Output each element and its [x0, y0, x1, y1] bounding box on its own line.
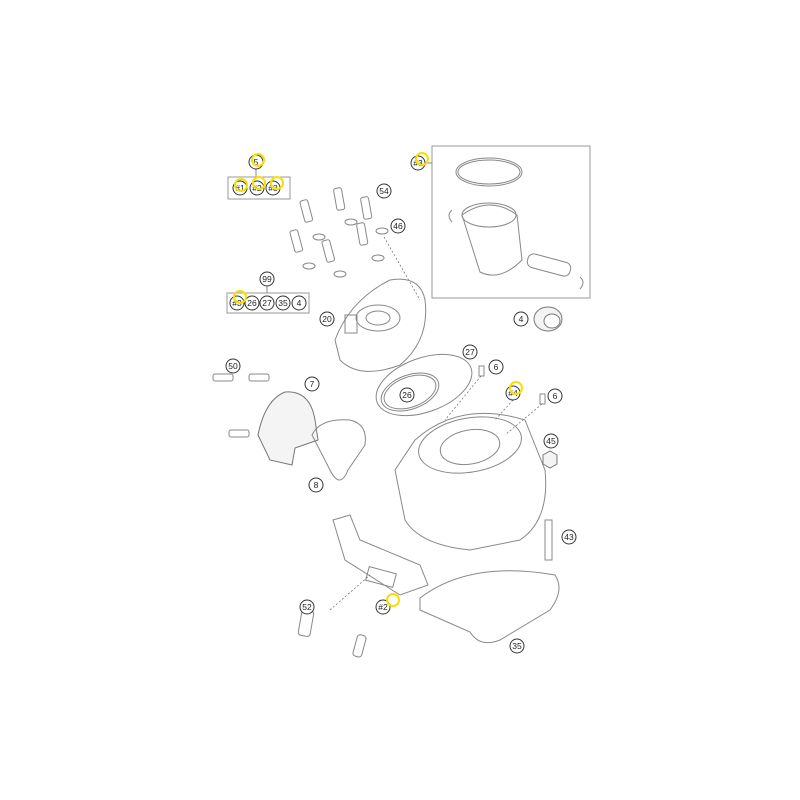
piston-ring-pin: [448, 157, 584, 290]
callout-6b[interactable]: 6: [547, 388, 563, 404]
callout-52[interactable]: 52: [299, 599, 315, 615]
head-bolts: [289, 187, 421, 301]
svg-text:4: 4: [297, 298, 302, 308]
svg-text:99: 99: [262, 274, 272, 284]
callout-35[interactable]: 35: [509, 638, 525, 654]
needle-bearing: [533, 306, 563, 332]
callout-7[interactable]: 7: [304, 376, 320, 392]
callout-99[interactable]: 99: [259, 271, 275, 287]
svg-text:6: 6: [553, 391, 558, 401]
svg-text:46: 46: [393, 221, 403, 231]
stud: [544, 519, 553, 561]
base-gasket: [419, 570, 560, 644]
callout-4[interactable]: 4: [513, 311, 529, 327]
nut: [542, 450, 558, 469]
svg-text:45: 45: [546, 436, 556, 446]
svg-text:20: 20: [322, 314, 332, 324]
callout-20[interactable]: 20: [319, 311, 335, 327]
svg-text:8: 8: [314, 480, 319, 490]
svg-text:35: 35: [512, 641, 522, 651]
cylinder-head: [334, 278, 427, 372]
callout-6a[interactable]: 6: [488, 359, 504, 375]
exhaust-valve: [297, 514, 429, 658]
callout-99-c[interactable]: 27: [259, 295, 275, 311]
svg-text:7: 7: [310, 379, 315, 389]
callout-45[interactable]: 45: [543, 433, 559, 449]
callout-46[interactable]: 46: [390, 218, 406, 234]
svg-text:35: 35: [278, 298, 288, 308]
callout-99-d[interactable]: 35: [275, 295, 291, 311]
callout-27[interactable]: 27: [462, 344, 478, 360]
piston-kit-box: [431, 145, 591, 299]
callout-valve[interactable]: #2: [375, 599, 391, 615]
svg-text:27: 27: [465, 347, 475, 357]
callout-99-b[interactable]: 26: [244, 295, 260, 311]
svg-text:27: 27: [262, 298, 272, 308]
svg-text:6: 6: [494, 362, 499, 372]
svg-text:#1: #1: [235, 183, 245, 193]
svg-text:50: 50: [228, 361, 238, 371]
svg-text:#2: #2: [378, 602, 388, 612]
svg-text:26: 26: [247, 298, 257, 308]
head-gasket-oring: [375, 353, 473, 417]
water-pump-cover: [212, 373, 366, 481]
callout-54[interactable]: 54: [376, 183, 392, 199]
svg-text:52: 52: [302, 602, 312, 612]
svg-text:43: 43: [564, 532, 574, 542]
svg-text:54: 54: [379, 186, 389, 196]
cylinder: [394, 399, 547, 551]
callout-8[interactable]: 8: [308, 477, 324, 493]
svg-text:5: 5: [254, 157, 259, 167]
callout-5[interactable]: 5: [248, 154, 264, 170]
svg-text:26: 26: [402, 390, 412, 400]
highlight-markers: [233, 152, 523, 607]
kit-box-99: [226, 292, 310, 314]
callout-50[interactable]: 50: [225, 358, 241, 374]
callout-99-e[interactable]: 4: [291, 295, 307, 311]
callout-43[interactable]: 43: [561, 529, 577, 545]
callout-26[interactable]: 26: [399, 387, 415, 403]
svg-text:4: 4: [519, 314, 524, 324]
